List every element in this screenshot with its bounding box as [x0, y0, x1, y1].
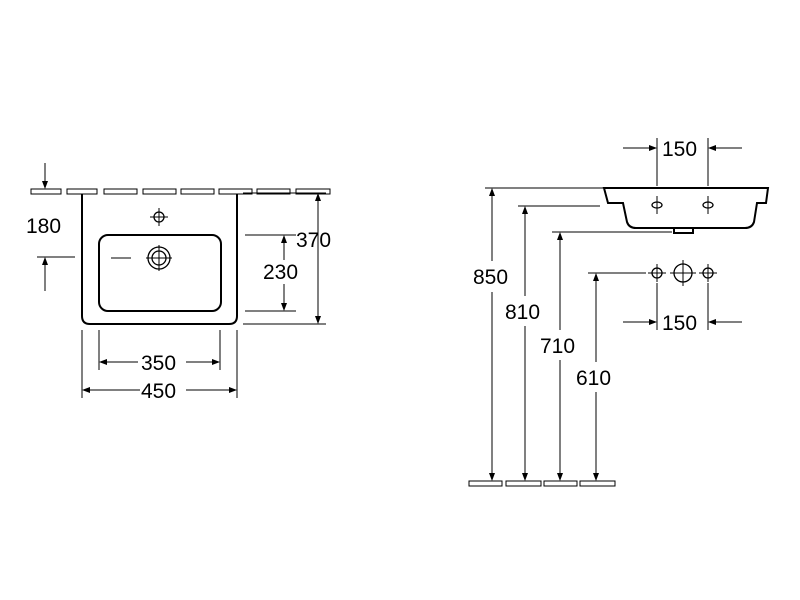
plan-view: 180 370 230 350: [26, 163, 331, 403]
elevation-view: 150 150: [468, 138, 770, 487]
dim-150-bottom-label: 150: [662, 312, 697, 335]
dim-350-label: 350: [141, 352, 176, 375]
dim-810: [522, 206, 528, 481]
basin-profile: [602, 187, 770, 229]
basin-outline-plan: [81, 194, 238, 325]
drain-icon: [111, 245, 172, 271]
floor-tiles: [468, 480, 616, 487]
dim-450-label: 450: [141, 380, 176, 403]
height-reference-lines: [485, 187, 672, 274]
dim-370: [243, 192, 326, 325]
dim-230: [245, 234, 296, 312]
dim-150-bottom: [623, 283, 742, 330]
basin-bowl-plan: [98, 234, 222, 312]
dim-150-top-label: 150: [662, 138, 697, 161]
waste-outlet: [673, 227, 694, 234]
dim-850: [489, 188, 495, 481]
tap-hole-icon: [150, 208, 168, 226]
dim-610-label: 610: [576, 367, 611, 390]
dim-450: [81, 330, 238, 398]
tap-holes-profile-icon: [651, 196, 714, 214]
dim-350: [98, 330, 221, 370]
dim-370-label: 370: [296, 229, 331, 252]
wall-tiles: [30, 188, 331, 195]
dim-230-label: 230: [263, 261, 298, 284]
dim-180-label: 180: [26, 215, 61, 238]
dim-180: [37, 163, 75, 291]
dim-810-label: 810: [505, 301, 540, 324]
dim-150-top: [623, 138, 742, 186]
dim-710-label: 710: [540, 335, 575, 358]
dim-850-label: 850: [473, 266, 508, 289]
dim-610: [593, 273, 599, 481]
connections-icon: [648, 260, 717, 286]
dim-710: [557, 232, 563, 481]
